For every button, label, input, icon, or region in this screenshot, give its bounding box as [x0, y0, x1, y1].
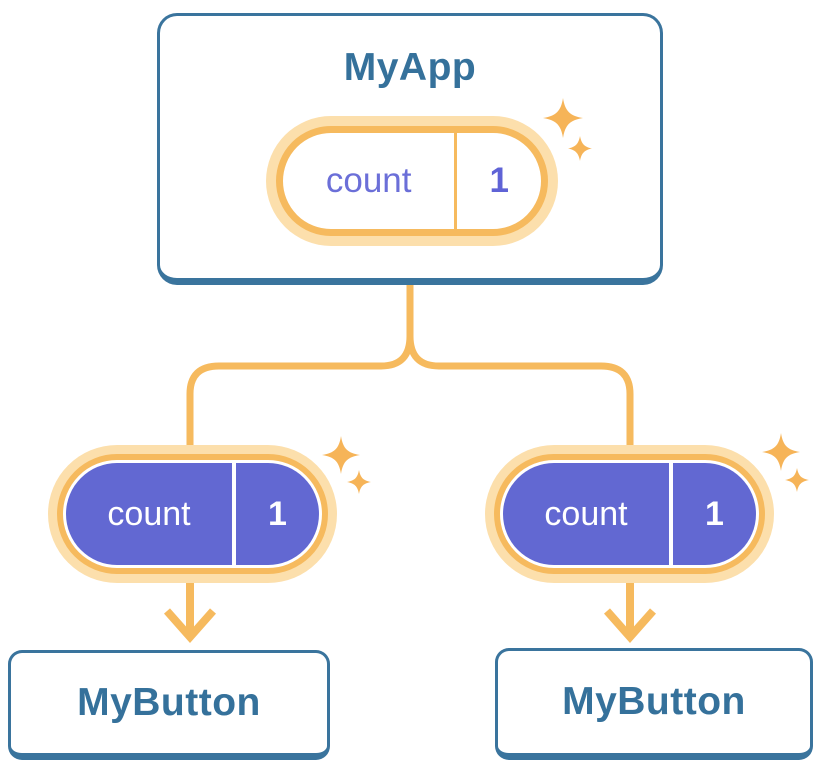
state-value: 1 [268, 494, 287, 533]
pill-divider [454, 133, 458, 229]
pill-divider [232, 463, 236, 565]
component-label: MyButton [562, 680, 746, 723]
sparkle-icon [322, 436, 371, 494]
component-label: MyApp [343, 46, 477, 89]
arrow-right-head [604, 608, 656, 644]
sparkle-icon [762, 433, 809, 492]
component-label: MyButton [77, 681, 261, 724]
component-card-mybutton-left: MyButton [8, 650, 330, 760]
wire-right-branch [406, 282, 634, 452]
wire-left-branch [186, 282, 414, 452]
state-name: count [544, 494, 628, 533]
state-pill-root: count 1 [276, 126, 548, 236]
state-pill-right: count 1 [494, 454, 765, 574]
state-value: 1 [489, 161, 509, 200]
arrow-left-head [164, 608, 216, 644]
state-pill-left: count 1 [57, 454, 328, 574]
component-card-mybutton-right: MyButton [495, 648, 813, 760]
state-value: 1 [705, 494, 724, 533]
state-name: count [325, 161, 412, 200]
pill-divider [669, 463, 673, 565]
component-card-myapp: MyApp count 1 [157, 13, 663, 285]
state-name: count [107, 494, 191, 533]
